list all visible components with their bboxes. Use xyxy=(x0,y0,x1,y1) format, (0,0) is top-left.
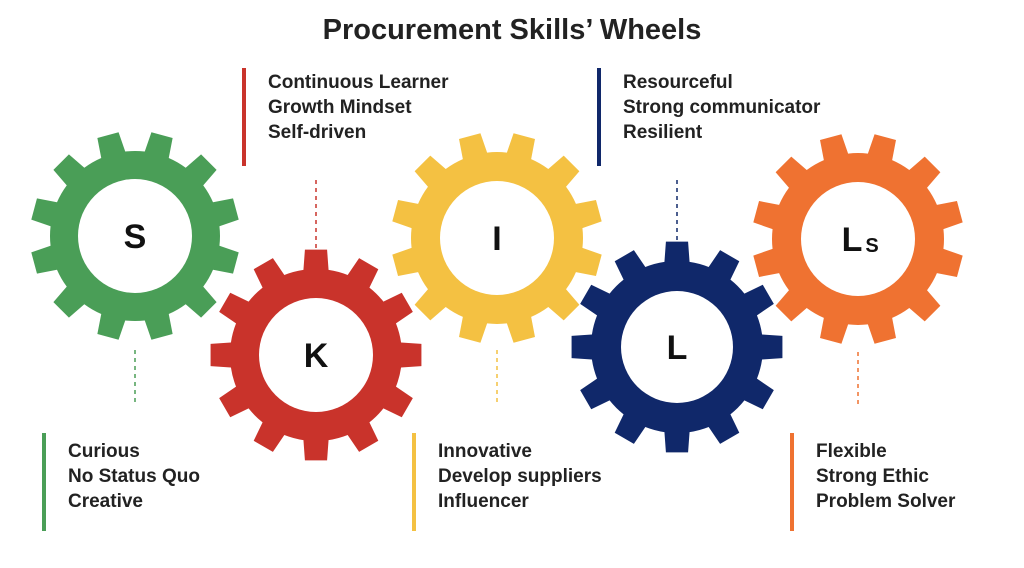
gear-ls-letter: L xyxy=(842,221,863,259)
skill-block-l: Resourceful Strong communicator Resilien… xyxy=(597,68,820,166)
gear-l: L xyxy=(571,241,783,453)
skill-item: Strong communicator xyxy=(623,97,821,118)
skill-item: Problem Solver xyxy=(816,491,956,512)
gear-i: I xyxy=(392,133,602,343)
skill-item: Flexible xyxy=(816,441,887,462)
gear-l-letter: L xyxy=(667,329,688,367)
skill-block-i: Innovative Develop suppliers Influencer xyxy=(412,433,602,531)
skill-item: Creative xyxy=(68,491,143,512)
skill-item: No Status Quo xyxy=(68,466,200,487)
skill-block-k: Continuous Learner Growth Mindset Self-d… xyxy=(242,68,449,166)
gear-k-hub xyxy=(259,298,373,412)
skill-item: Strong Ethic xyxy=(816,466,929,487)
skill-item: Curious xyxy=(68,441,140,462)
page-title: Procurement Skills’ Wheels xyxy=(322,14,702,46)
skill-item: Resilient xyxy=(623,122,703,143)
gear-l-hub xyxy=(621,291,733,403)
gear-ls-subscript: S xyxy=(865,235,878,257)
skill-item: Self-driven xyxy=(268,122,367,143)
gear-k-letter: K xyxy=(304,337,329,375)
skill-block-s: Curious No Status Quo Creative xyxy=(42,433,200,531)
skill-item: Growth Mindset xyxy=(268,97,412,118)
skill-item: Resourceful xyxy=(623,72,733,93)
skill-item: Develop suppliers xyxy=(438,466,602,487)
skill-item: Innovative xyxy=(438,441,532,462)
gear-i-hub xyxy=(440,181,554,295)
gear-s-letter: S xyxy=(124,218,147,256)
gear-s: S xyxy=(31,132,239,340)
gear-k: K xyxy=(210,249,422,461)
gear-i-letter: I xyxy=(492,220,501,258)
skill-item: Influencer xyxy=(438,491,529,512)
skill-block-ls: Flexible Strong Ethic Problem Solver xyxy=(790,433,955,531)
skill-item: Continuous Learner xyxy=(268,72,449,93)
gear-ls-hub xyxy=(801,182,915,296)
gear-s-hub xyxy=(78,179,192,293)
